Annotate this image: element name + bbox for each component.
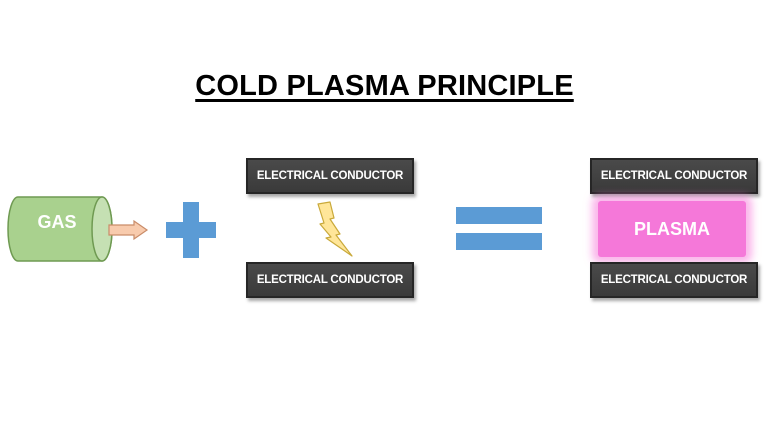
plasma-box: PLASMA xyxy=(598,201,746,257)
page-title-text: COLD PLASMA PRINCIPLE xyxy=(195,70,574,102)
plus-icon xyxy=(166,202,216,258)
conductor-label: ELECTRICAL CONDUCTOR xyxy=(600,274,748,286)
plasma-label: PLASMA xyxy=(634,218,710,239)
conductor-label: ELECTRICAL CONDUCTOR xyxy=(256,274,404,286)
conductor-label: ELECTRICAL CONDUCTOR xyxy=(600,170,748,182)
conductor-label: ELECTRICAL CONDUCTOR xyxy=(256,170,404,182)
conductor-bottom-left: ELECTRICAL CONDUCTOR xyxy=(246,262,414,298)
conductor-top-right: ELECTRICAL CONDUCTOR xyxy=(590,158,758,194)
gas-cylinder-icon xyxy=(7,196,113,262)
arrow-right-icon xyxy=(108,219,149,241)
conductor-bottom-right: ELECTRICAL CONDUCTOR xyxy=(590,262,758,298)
page-title: COLD PLASMA PRINCIPLE xyxy=(0,70,769,103)
conductor-top-left: ELECTRICAL CONDUCTOR xyxy=(246,158,414,194)
gas-label: GAS xyxy=(37,212,77,232)
equals-icon xyxy=(456,207,542,250)
lightning-bolt-icon xyxy=(317,201,353,257)
